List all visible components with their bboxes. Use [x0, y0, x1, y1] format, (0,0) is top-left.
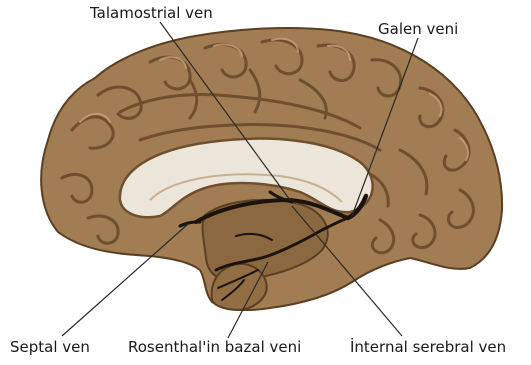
label-talamostrial-vein: Talamostrial ven [90, 6, 213, 21]
label-internal-cerebral-vein: İnternal serebral ven [350, 340, 506, 355]
label-galen-vein: Galen veni [378, 22, 458, 37]
label-rosenthal-basal-vein: Rosenthal'in bazal veni [128, 340, 301, 355]
label-septal-vein: Septal ven [10, 340, 90, 355]
